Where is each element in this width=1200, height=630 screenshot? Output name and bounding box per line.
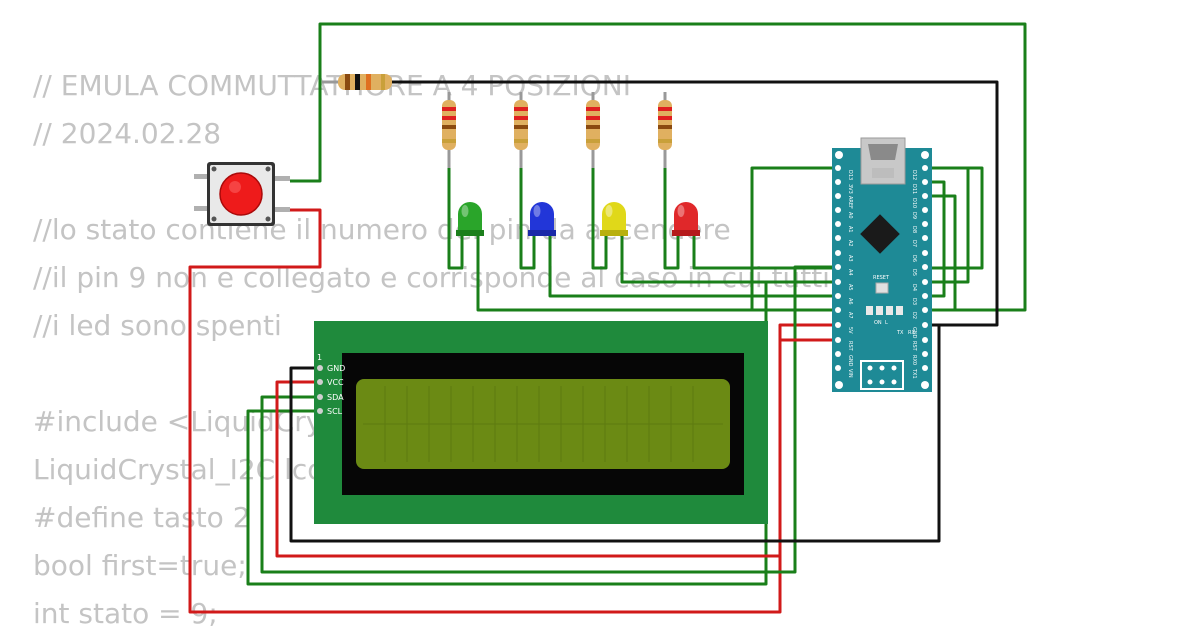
nano-pins[interactable] [835,165,928,371]
lcd-pin-label: GND [327,364,345,373]
usb-connector-icon [860,137,906,185]
lcd-pin-vcc[interactable] [317,379,323,385]
nano-right-pin-label: D4 [911,284,917,291]
on-label: ON [874,320,882,326]
nano-left-pin-label: A7 [847,312,853,319]
reset-button[interactable] [875,282,889,294]
wire-led4-d9 [692,166,984,270]
lcd-pin-scl[interactable] [317,408,323,414]
nano-left-pin-label: GND [847,355,853,367]
wire-resistor3-led3 [591,168,608,270]
wires [188,22,1027,614]
wire-lcd-sda [260,265,838,574]
nano-right-pin-label: D10 [911,198,917,208]
code-line: // EMULA COMMUTTATHORE A 4 POSIZIONI [33,69,631,102]
led-blue[interactable] [528,202,556,236]
nano-left-pin-label: A2 [847,240,853,247]
board-led-on [866,306,873,315]
board-led-rx [896,306,903,315]
lcd-pin-gnd[interactable] [317,365,323,371]
code-line: //i led sono spenti [33,309,282,342]
nano-right-pin-label: D2 [911,312,917,319]
lcd-module[interactable]: 1 GND VCC SDA SCL [314,321,768,524]
wire-lcd-scl [246,280,838,586]
led-yellow[interactable] [600,202,628,236]
lcd-pin-index: 1 [317,353,322,362]
led-resistor-2[interactable] [514,92,528,168]
led-resistor-3[interactable] [586,92,600,168]
nano-right-pin-label: D7 [911,240,917,247]
lcd-pin-sda[interactable] [317,394,323,400]
nano-left-pin-label: VIN [847,369,853,378]
nano-left-pin-label: D13 [847,170,853,180]
nano-right-pin-label: RX0 [911,355,917,365]
tx-label: TX [896,330,904,336]
wire-button-d2 [290,22,1027,312]
board-led-tx [886,306,893,315]
lcd-pin-label: SDA [327,393,344,402]
l-label: L [885,320,888,326]
mcu-chip [860,214,900,254]
lcd-char-grid [363,386,723,462]
led-resistor-4[interactable] [658,92,672,168]
nano-right-pin-label: RST [911,341,917,352]
nano-right-pin-label: D5 [911,269,917,276]
nano-right-pin-label: D9 [911,212,917,219]
wire-lcd-vcc [275,338,838,558]
reset-label: RESET [873,275,890,281]
lcd-pin-label: SCL [327,407,343,416]
wire-resistor2-led2 [519,168,536,270]
nano-right-pin-label: D8 [911,226,917,233]
nano-right-pin-label: TX1 [911,368,917,379]
board-led-l [876,306,883,315]
nano-left-pin-label: A4 [847,269,853,276]
nano-left-pin-label: A6 [847,298,853,305]
wire-resistor-gnd [392,80,999,327]
rx-label: RX [908,330,915,336]
nano-left-pin-label: A5 [847,284,853,291]
wire-led2-d11 [548,180,946,298]
icsp-header [860,360,904,390]
nano-left-pin-label: AREF [847,196,853,209]
wire-resistor4-led4 [663,168,680,270]
nano-pin-labels: D13 3V3 AREF A0 A1 A2 A3 A4 A5 A6 A7 5V … [847,170,917,379]
lcd-pin-label: VCC [327,378,344,387]
pulldown-resistor[interactable] [322,74,400,90]
nano-left-pin-label: 3V3 [847,184,853,194]
led-red[interactable] [672,202,700,236]
nano-right-pin-label: GND [911,327,917,339]
arduino-nano[interactable]: D13 3V3 AREF A0 A1 A2 A3 A4 A5 A6 A7 5V … [832,137,932,392]
nano-left-pin-label: RST [847,341,853,352]
nano-right-pin-label: D12 [911,170,917,180]
nano-left-pin-label: A3 [847,255,853,262]
led-green[interactable] [456,202,484,236]
nano-left-pin-label: 5V [847,327,853,334]
code-line: bool first=true; [33,549,247,582]
nano-left-pin-label: A0 [847,212,853,219]
wire-resistor1-led1 [447,168,464,270]
nano-right-pin-label: D3 [911,298,917,305]
wire-nano-d13 [750,166,838,312]
code-line: // 2024.02.28 [33,117,222,150]
push-button[interactable] [194,162,290,226]
code-line: int stato = 9; [33,597,218,630]
nano-right-pin-label: D11 [911,184,917,194]
wire-lcd-gnd [289,323,941,543]
nano-right-pin-label: D6 [911,255,917,262]
code-line: #define tasto 2 [33,501,251,534]
nano-left-pin-label: A1 [847,226,853,233]
led-resistor-1[interactable] [442,92,456,168]
